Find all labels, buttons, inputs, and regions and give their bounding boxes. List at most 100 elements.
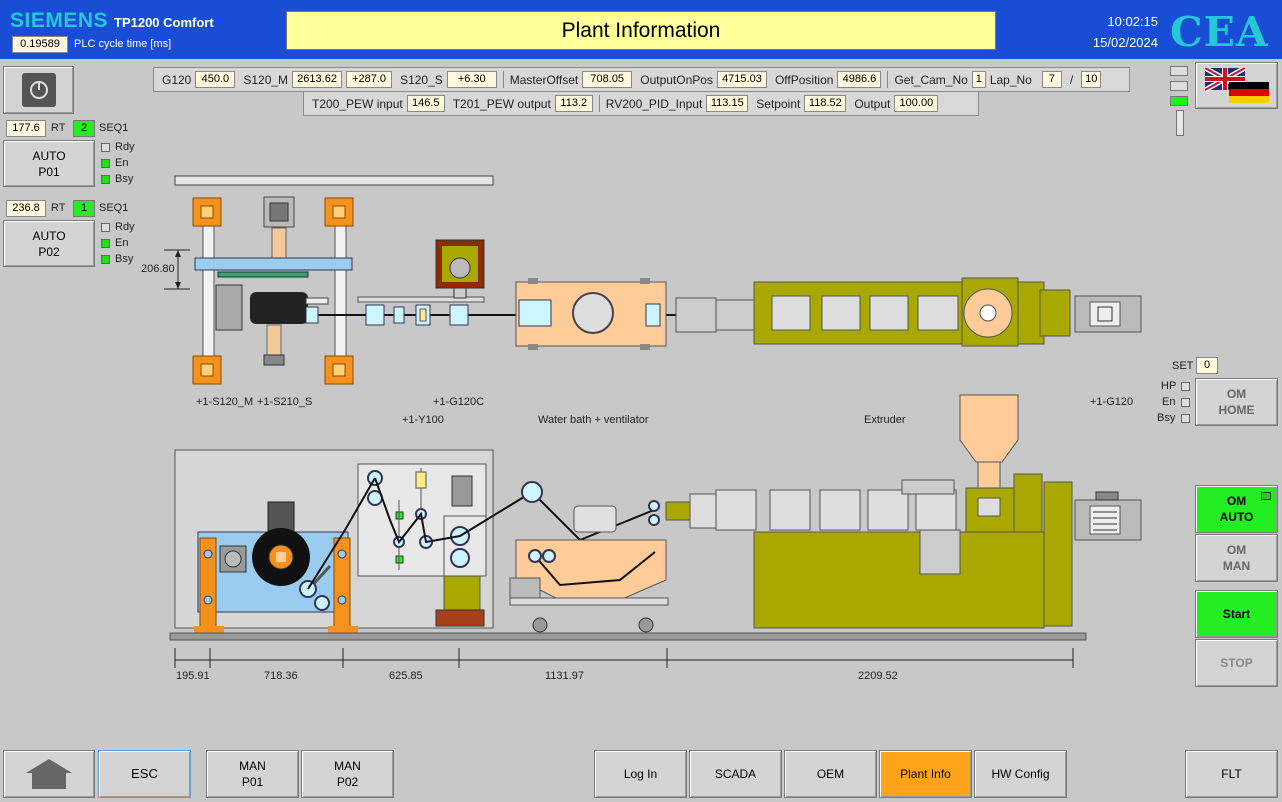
p02-position-value: 236.8 (6, 200, 46, 217)
t200-value: 146.5 (406, 95, 445, 112)
cea-logo: CEA (1170, 8, 1269, 56)
height-dimension-label: 206.80 (141, 263, 175, 275)
hp-led (1181, 382, 1190, 391)
om-man-button[interactable]: OM MAN (1195, 534, 1278, 582)
status-indicator-3 (1170, 96, 1188, 106)
stop-button[interactable]: STOP (1195, 639, 1278, 687)
clock-date: 15/02/2024 (1092, 35, 1158, 50)
p02-rdy-led (101, 223, 110, 232)
auto-p01-button[interactable]: AUTO P01 (3, 140, 95, 187)
parameter-bar-top: G120 450.0 S120_M 2613.62 +287.0 S120_S … (153, 67, 1130, 92)
p02-bsy-label: Bsy (115, 253, 134, 265)
bsy-label: Bsy (1157, 412, 1176, 424)
p02-en-label: En (115, 237, 129, 249)
start-button[interactable]: Start (1195, 590, 1278, 638)
separator (502, 71, 504, 88)
clock-time: 10:02:15 (1107, 14, 1158, 29)
dimension-label: 625.85 (389, 670, 423, 682)
p02-seq-label: SEQ1 (99, 202, 129, 214)
man-p02-line2: P02 (336, 775, 359, 789)
lap-value: 7 (1041, 71, 1062, 88)
get-cam-label: Get_Cam_No (894, 72, 968, 87)
s120m-value: 2613.62 (292, 71, 343, 88)
p02-seq-count: 1 (73, 200, 95, 217)
language-flag-icon (1204, 67, 1269, 103)
setpoint-label: Setpoint (756, 96, 801, 111)
auto-p01-line1: AUTO (32, 148, 66, 163)
om-auto-line1: OM (1226, 494, 1247, 508)
set-value: 0 (1196, 357, 1218, 374)
plc-cycle-value: 0.19589 (12, 36, 68, 53)
brand-logo: SIEMENS (10, 9, 109, 32)
hw-config-button[interactable]: HW Config (974, 750, 1067, 798)
power-button[interactable] (3, 66, 74, 114)
om-auto-button[interactable]: OM AUTO (1195, 485, 1278, 533)
oem-button[interactable]: OEM (784, 750, 877, 798)
p01-en-led (101, 159, 110, 168)
label-y100: +1-Y100 (402, 414, 444, 426)
om-home-line2: HOME (1218, 403, 1255, 417)
parameter-bar-bottom: T200_PEW input 146.5 T201_PEW output 113… (303, 91, 979, 116)
lap-label: Lap_No (989, 72, 1032, 87)
dimension-label: 2209.52 (858, 670, 898, 682)
get-cam-value: 1 (971, 71, 986, 88)
output-on-pos-value: 4715.03 (716, 71, 767, 88)
plant-info-button[interactable]: Plant Info (879, 750, 972, 798)
p01-rdy-label: Rdy (115, 141, 135, 153)
bsy-led (1181, 414, 1190, 423)
home-icon (26, 759, 72, 789)
output-value: 100.00 (894, 95, 939, 112)
p01-rdy-led (101, 143, 110, 152)
dimension-label: 718.36 (264, 670, 298, 682)
om-auto-line2: AUTO (1219, 510, 1254, 524)
s120m-label: S120_M (243, 72, 289, 87)
p01-rt-label: RT (51, 122, 66, 134)
t201-label: T201_PEW output (452, 96, 551, 111)
p01-en-label: En (115, 157, 129, 169)
separator (887, 71, 889, 88)
label-water-bath: Water bath + ventilator (538, 414, 649, 426)
en-led (1181, 398, 1190, 407)
status-indicator-2 (1170, 81, 1188, 91)
p02-bsy-led (101, 255, 110, 264)
hp-label: HP (1161, 380, 1177, 392)
output-label: Output (854, 96, 891, 111)
om-home-button[interactable]: OM HOME (1195, 378, 1278, 426)
p01-position-value: 177.6 (6, 120, 46, 137)
off-position-value: 4986.6 (837, 71, 882, 88)
login-button[interactable]: Log In (594, 750, 687, 798)
language-button[interactable] (1195, 62, 1278, 109)
p02-rt-label: RT (51, 202, 66, 214)
man-p02-line1: MAN (334, 759, 361, 773)
label-s210s: +1-S210_S (257, 396, 313, 408)
man-p01-button[interactable]: MAN P01 (206, 750, 299, 798)
plc-cycle-label: PLC cycle time [ms] (74, 38, 172, 50)
auto-p02-line1: AUTO (32, 228, 66, 243)
status-indicator-1 (1170, 66, 1188, 76)
auto-p02-line2: P02 (38, 244, 60, 259)
man-p02-button[interactable]: MAN P02 (301, 750, 394, 798)
auto-p02-button[interactable]: AUTO P02 (3, 220, 95, 267)
dimension-label: 1131.97 (545, 670, 584, 682)
panel-model: TP1200 Comfort (114, 15, 214, 30)
man-p01-line1: MAN (239, 759, 266, 773)
esc-button[interactable]: ESC (98, 750, 191, 798)
master-offset-label: MasterOffset (509, 72, 579, 87)
setpoint-value: 118.52 (804, 95, 847, 112)
s120m-delta: +287.0 (346, 71, 393, 88)
scada-button[interactable]: SCADA (689, 750, 782, 798)
master-offset-value: 708.05 (582, 71, 633, 88)
output-on-pos-label: OutputOnPos (640, 72, 713, 87)
rv200-value: 113.15 (706, 95, 749, 112)
flt-button[interactable]: FLT (1185, 750, 1278, 798)
t200-label: T200_PEW input (312, 96, 403, 111)
p01-bsy-label: Bsy (115, 173, 134, 185)
dimension-label: 195.91 (176, 670, 210, 682)
p01-seq-count: 2 (73, 120, 95, 137)
om-man-line2: MAN (1222, 559, 1251, 573)
om-auto-status-led (1261, 492, 1271, 500)
om-man-line1: OM (1226, 543, 1247, 557)
home-button[interactable] (3, 750, 95, 798)
power-icon (21, 73, 56, 107)
